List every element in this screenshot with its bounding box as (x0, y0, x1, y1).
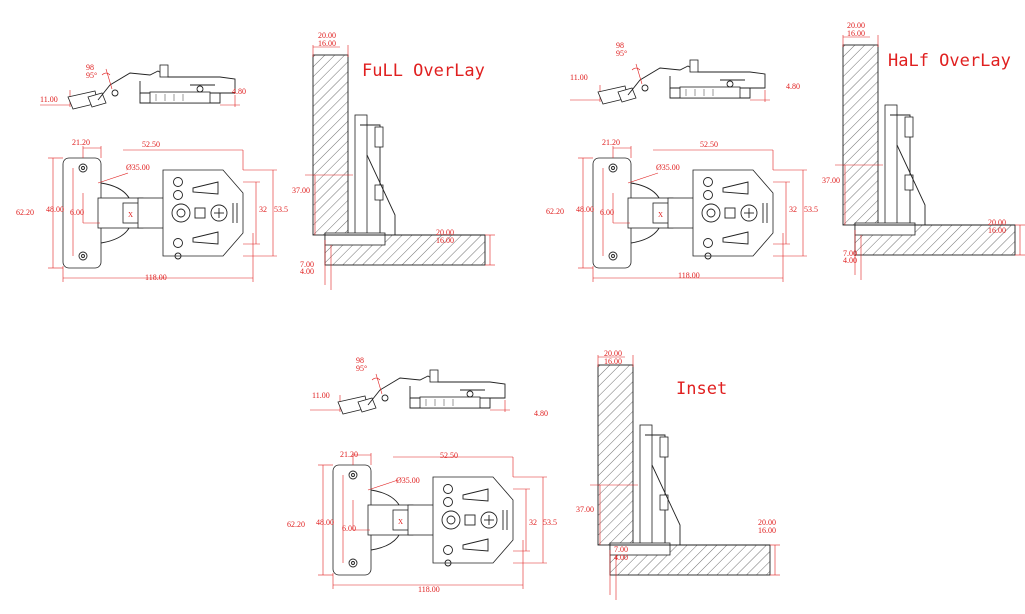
screw-offset-label: 6.00 (600, 208, 614, 217)
outer-height-label: 62.20 (16, 208, 34, 217)
angle-alt-label: 95° (616, 49, 627, 58)
panel-thick-a-label: 20.00 (436, 228, 454, 237)
screw-offset-label: 6.00 (342, 524, 356, 533)
inset-side-view (309, 369, 511, 415)
cup-depth-label: 4.80 (534, 409, 548, 418)
cup-diameter-label: Ø35.00 (656, 163, 680, 172)
angle-alt-label: 95° (356, 364, 367, 373)
arm-length-label: 52.50 (700, 140, 718, 149)
full-overlay-section-view (304, 44, 496, 291)
inset-title: Inset (676, 379, 727, 399)
arm-length-label: 52.50 (440, 451, 458, 460)
arm-height-label: 11.00 (312, 391, 330, 400)
door-thick-b-label: 16.00 (318, 39, 336, 48)
cup-depth-label: 4.80 (786, 82, 800, 91)
door-thick-a-label: 20.00 (847, 21, 865, 30)
total-length-label: 118.00 (678, 271, 700, 280)
cup-depth-label: 4.80 (232, 87, 246, 96)
plate-height-label: 32 (789, 205, 797, 214)
angle-open-label: 98 (616, 41, 624, 50)
arm-height-label: 11.00 (40, 95, 58, 104)
cup-diameter-label: Ø35.00 (126, 163, 150, 172)
plate-outer-height-label: 53.5 (543, 518, 557, 527)
half-overlay-section-view (834, 34, 1025, 281)
arm-length-label: 52.50 (142, 140, 160, 149)
door-thick-b-label: 16.00 (604, 357, 622, 366)
door-thick-b-label: 16.00 (847, 29, 865, 38)
total-length-label: 118.00 (145, 273, 167, 282)
angle-alt-label: 95° (86, 71, 97, 80)
half-overlay-title: HaLf OverLay (888, 51, 1011, 71)
screw-offset-label: 6.00 (70, 208, 84, 217)
base-width-label: 21.20 (602, 138, 620, 147)
gap-a-label: 7.00 (300, 260, 314, 269)
inner-height-label: 48.00 (576, 205, 594, 214)
arm-height-label: 11.00 (570, 73, 588, 82)
hole-height-label: 37.00 (822, 176, 840, 185)
panel-thick-a-label: 20.00 (988, 218, 1006, 227)
total-length-label: 118.00 (418, 585, 440, 594)
hole-height-label: 37.00 (292, 186, 310, 195)
plate-outer-height-label: 53.5 (804, 205, 818, 214)
base-width-label: 21.20 (72, 138, 90, 147)
cup-diameter-label: Ø35.00 (396, 476, 420, 485)
panel-thick-b-label: 16.00 (436, 236, 454, 245)
full-overlay-title: FuLL OverLay (362, 61, 485, 81)
full-overlay-side-view (39, 64, 241, 110)
outer-height-label: 62.20 (287, 520, 305, 529)
gap-b-label: 4.00 (300, 267, 314, 276)
gap-a-label: 7.00 (614, 545, 628, 554)
base-width-label: 21.20 (340, 450, 358, 459)
outer-height-label: 62.20 (546, 207, 564, 216)
angle-open-label: 98 (86, 63, 94, 72)
plate-height-label: 32 (529, 518, 537, 527)
plate-outer-height-label: 53.5 (274, 205, 288, 214)
door-thick-a-label: 20.00 (318, 31, 336, 40)
inner-height-label: 48.00 (46, 205, 64, 214)
half-overlay-side-view (569, 59, 771, 105)
gap-b-label: 4.00 (843, 256, 857, 265)
panel-thick-a-label: 20.00 (758, 518, 776, 527)
gap-a-label: 7.00 (843, 249, 857, 258)
plate-height-label: 32 (259, 205, 267, 214)
door-thick-a-label: 20.00 (604, 349, 622, 358)
hole-height-label: 37.00 (576, 505, 594, 514)
inner-height-label: 48.00 (316, 518, 334, 527)
panel-thick-c-label: 16.00 (758, 526, 776, 535)
angle-open-label: 98 (356, 356, 364, 365)
gap-b-label: 4.00 (614, 553, 628, 562)
inset-plan-view (317, 452, 548, 590)
panel-thick-b-label: 16.00 (988, 226, 1006, 235)
